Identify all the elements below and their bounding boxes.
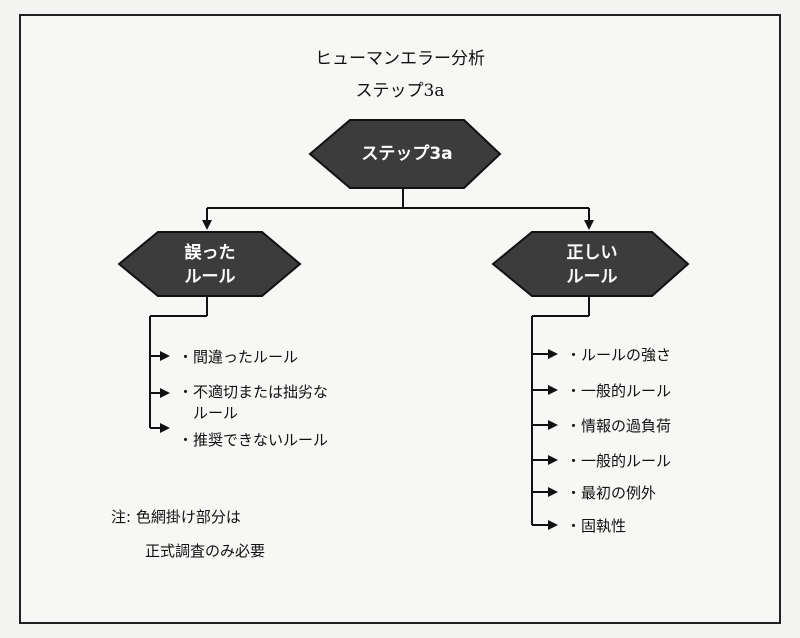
left-hexagon-label-line1: 誤った [184,243,236,263]
left-list-item-continuation: ルール [193,404,239,422]
right-list-item: ・一般的ルール [566,382,672,400]
left-list-item: ・不適切または拙劣な [178,383,329,401]
diagram-subtitle: ステップ3a [355,81,445,101]
right-list-item: ・一般的ルール [566,452,672,470]
right-list-item: ・最初の例外 [566,484,657,502]
diagram-title: ヒューマンエラー分析 [315,49,485,69]
note-line-1: 注: 色網掛け部分は [111,508,241,526]
right-list-item: ・固執性 [566,517,627,535]
left-list-item: ・推奨できないルール [178,431,329,449]
note-line-2: 正式調査のみ必要 [145,542,266,560]
root-hexagon [308,119,502,189]
right-hexagon-label-line1: 正しい [566,243,618,263]
left-hexagon-label-line2: ルール [184,267,236,287]
root-hexagon-label: ステップ3a [361,144,453,164]
right-list-item: ・情報の過負荷 [566,417,672,435]
left-list-item: ・間違ったルール [178,348,299,366]
right-list-item: ・ルールの強さ [566,346,672,364]
right-hexagon [491,231,690,297]
left-hexagon [117,231,302,297]
right-hexagon-label-line2: ルール [566,267,618,287]
diagram-frame [19,14,781,624]
